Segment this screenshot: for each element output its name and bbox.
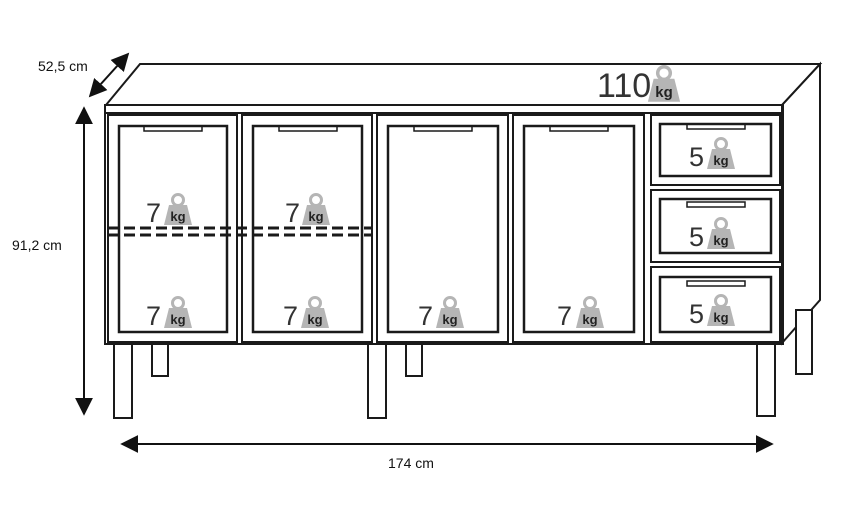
door-4-handle [549, 125, 609, 132]
weight-icon: kg [302, 193, 330, 225]
cabinet-top-edge [104, 104, 784, 114]
cabinet-top [103, 63, 823, 106]
drawer-2-handle [686, 201, 746, 208]
weight-icon: kg [707, 217, 735, 249]
weight-unit: kg [655, 84, 672, 101]
legs [113, 309, 813, 419]
load-drawer3-value: 5 [689, 299, 704, 329]
weight-unit: kg [442, 312, 457, 327]
load-drawer2: 5 kg [689, 217, 735, 252]
depth-label: 52,5 cm [38, 58, 88, 74]
leg-back-left [151, 343, 169, 377]
weight-icon: kg [164, 193, 192, 225]
drawers [650, 114, 781, 343]
drawer-1 [650, 114, 781, 186]
leg-front-middle [367, 343, 387, 419]
weight-icon: kg [164, 296, 192, 328]
weight-unit: kg [713, 233, 728, 248]
door-4 [512, 114, 645, 343]
load-door4: 7 kg [557, 296, 604, 331]
weight-unit: kg [307, 312, 322, 327]
load-drawer3: 5 kg [689, 294, 735, 329]
cabinet-side [781, 61, 821, 346]
width-label: 174 cm [388, 455, 434, 471]
door-3-handle [413, 125, 473, 132]
load-door3: 7 kg [418, 296, 464, 331]
load-door1-upper: 7 kg [146, 193, 192, 228]
dimension-lines [75, 52, 774, 453]
weight-icon: kg [436, 296, 464, 328]
drawer-3-handle [686, 280, 746, 287]
weight-icon: kg [301, 296, 329, 328]
load-door2-upper-value: 7 [285, 198, 300, 228]
load-door1-lower: 7 kg [146, 296, 192, 331]
door-3 [376, 114, 509, 343]
weight-unit: kg [170, 209, 185, 224]
load-door2-lower: 7 kg [283, 296, 329, 331]
load-door3-value: 7 [418, 301, 433, 331]
door-1-handle [143, 125, 203, 132]
weight-icon: kg [576, 296, 604, 328]
drawer-2 [650, 189, 781, 263]
drawer-1-handle [686, 123, 746, 130]
load-drawer1-value: 5 [689, 142, 704, 172]
height-label: 91,2 cm [12, 237, 62, 253]
load-door1-upper-value: 7 [146, 198, 161, 228]
load-top-value: 110 [597, 67, 651, 105]
weight-icon: kg [707, 137, 735, 169]
load-door2-upper: 7 kg [285, 193, 330, 228]
leg-back-right [795, 309, 813, 375]
weight-icon: kg [647, 65, 681, 102]
weight-unit: kg [582, 312, 597, 327]
leg-front-right [756, 343, 776, 417]
load-door2-lower-value: 7 [283, 301, 298, 331]
load-door4-value: 7 [557, 301, 572, 331]
load-door1-lower-value: 7 [146, 301, 161, 331]
weight-unit: kg [713, 310, 728, 325]
weight-unit: kg [308, 209, 323, 224]
cabinet [103, 61, 823, 346]
weight-icon: kg [707, 294, 735, 326]
internal-shelf [108, 226, 372, 237]
drawer-3 [650, 266, 781, 343]
load-drawer2-value: 5 [689, 222, 704, 252]
leg-back-middle [405, 343, 423, 377]
weight-unit: kg [170, 312, 185, 327]
cabinet-front [104, 112, 784, 345]
load-drawer1: 5 kg [689, 137, 735, 172]
weight-unit: kg [713, 153, 728, 168]
door-2-handle [278, 125, 338, 132]
depth-arrow [88, 52, 130, 98]
leg-front-left [113, 343, 133, 419]
